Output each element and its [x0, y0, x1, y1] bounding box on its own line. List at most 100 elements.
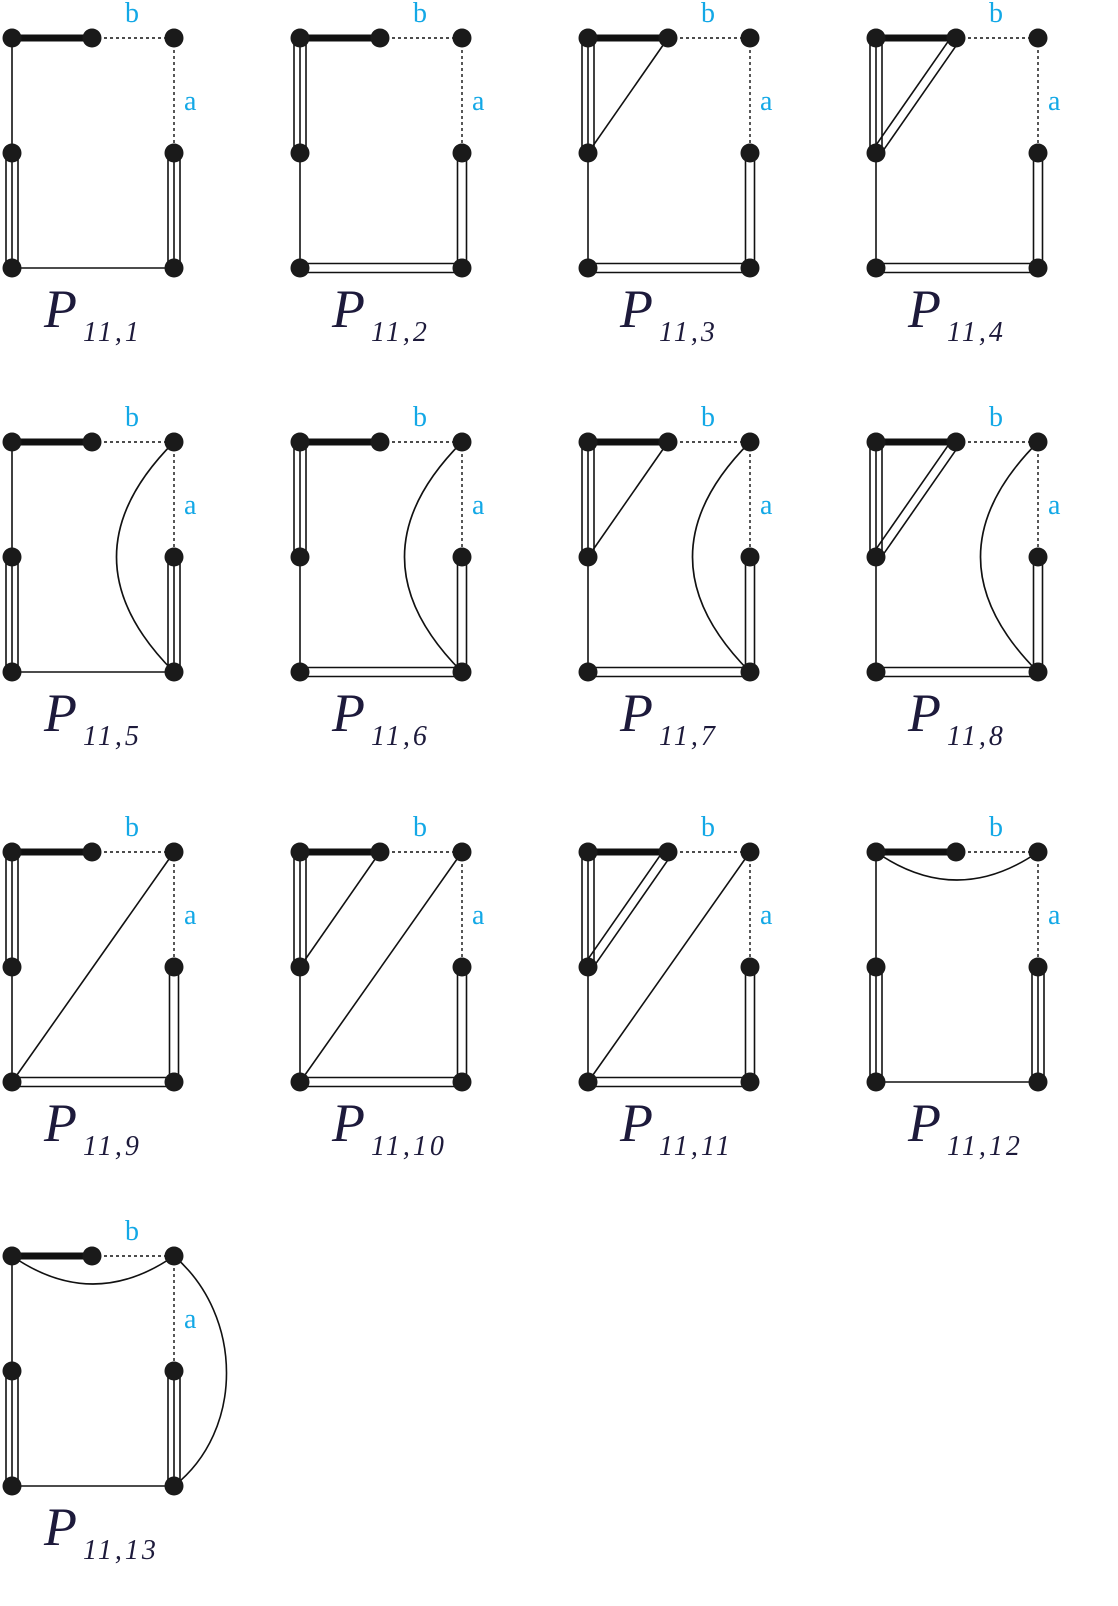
edge-diagonal-long [299, 851, 463, 1083]
diagram-p11-12 [866, 842, 1048, 1092]
diagram-p11-11 [578, 842, 760, 1092]
diagram-p11-7 [578, 432, 760, 682]
edge-bottom [300, 666, 462, 678]
node-bottom-left [290, 1072, 310, 1092]
node-top-middle [370, 842, 390, 862]
node-bottom-left [578, 258, 598, 278]
node-middle-right [164, 1361, 184, 1381]
edge-right-lower [744, 153, 756, 268]
edge-curve-right [691, 441, 751, 673]
diagram-p11-6 [290, 432, 472, 682]
node-middle-left [866, 143, 886, 163]
node-top-right [452, 28, 472, 48]
edge-left-upper [581, 442, 595, 557]
edge-right-lower [168, 967, 180, 1082]
node-bottom-left [2, 1476, 22, 1496]
node-top-middle [946, 432, 966, 452]
node-top-right [164, 1246, 184, 1266]
edge-bottom [588, 666, 750, 678]
node-bottom-right [452, 662, 472, 682]
node-top-right [1028, 28, 1048, 48]
node-top-left [290, 28, 310, 48]
edge-left-upper [869, 38, 883, 153]
node-bottom-left [290, 662, 310, 682]
node-bottom-right [740, 258, 760, 278]
edge-left-upper [581, 852, 595, 967]
edge-bottom [588, 1076, 750, 1088]
node-top-left [866, 842, 886, 862]
node-bottom-right [1028, 662, 1048, 682]
edge-diagonal-top-strand-1 [879, 444, 961, 561]
node-middle-left [2, 143, 22, 163]
node-bottom-left [578, 1072, 598, 1092]
node-bottom-right [740, 662, 760, 682]
node-middle-right [452, 143, 472, 163]
edge-diagonal-long [587, 851, 751, 1083]
node-top-right [164, 432, 184, 452]
node-top-right [1028, 842, 1048, 862]
edge-right-lower [1031, 967, 1045, 1082]
node-bottom-right [164, 1476, 184, 1496]
node-middle-left [2, 1361, 22, 1381]
node-bottom-right [452, 1072, 472, 1092]
node-top-right [1028, 432, 1048, 452]
node-middle-right [164, 547, 184, 567]
diagram-p11-13 [2, 1246, 228, 1496]
diagram-p11-3 [578, 28, 760, 278]
node-middle-left [866, 957, 886, 977]
node-top-left [290, 842, 310, 862]
node-middle-left [2, 957, 22, 977]
edge-left-lower [5, 557, 19, 672]
edge-diagonal-top-strand-2 [583, 848, 665, 965]
edge-diagonal-top [587, 441, 669, 558]
node-bottom-right [452, 258, 472, 278]
node-top-left [578, 28, 598, 48]
node-top-right [740, 842, 760, 862]
node-bottom-left [2, 258, 22, 278]
node-bottom-left [2, 662, 22, 682]
edge-bottom [300, 262, 462, 274]
node-bottom-left [290, 258, 310, 278]
node-top-middle [370, 432, 390, 452]
edge-left-upper [293, 852, 307, 967]
edge-curve-right [115, 441, 175, 673]
edge-diagonal-top-strand-1 [879, 40, 961, 157]
node-top-left [578, 432, 598, 452]
edge-bottom [876, 666, 1038, 678]
edge-left-lower [5, 153, 19, 268]
node-bottom-left [866, 1072, 886, 1092]
node-top-right [740, 28, 760, 48]
edge-diagonal-top [871, 34, 961, 157]
node-bottom-right [164, 258, 184, 278]
node-top-middle [82, 432, 102, 452]
diagram-p11-2 [290, 28, 472, 278]
node-top-right [164, 842, 184, 862]
node-middle-right [164, 143, 184, 163]
edge-bottom [876, 262, 1038, 274]
node-top-middle [946, 28, 966, 48]
node-top-left [2, 28, 22, 48]
edge-right-lower [456, 153, 468, 268]
node-middle-left [866, 547, 886, 567]
edge-left-upper [293, 442, 307, 557]
node-middle-left [578, 957, 598, 977]
node-middle-right [452, 957, 472, 977]
node-middle-right [740, 547, 760, 567]
node-top-left [2, 432, 22, 452]
edge-left-upper [5, 852, 19, 967]
node-top-right [740, 432, 760, 452]
edge-left-upper [581, 38, 595, 153]
node-middle-left [578, 143, 598, 163]
node-middle-right [1028, 957, 1048, 977]
node-bottom-right [740, 1072, 760, 1092]
node-bottom-left [866, 662, 886, 682]
diagram-p11-4 [866, 28, 1048, 278]
node-top-left [578, 842, 598, 862]
diagram-p11-9 [2, 842, 184, 1092]
node-middle-left [290, 547, 310, 567]
edge-right-lower [167, 153, 181, 268]
edge-left-lower [869, 967, 883, 1082]
node-top-middle [946, 842, 966, 862]
node-bottom-right [1028, 258, 1048, 278]
